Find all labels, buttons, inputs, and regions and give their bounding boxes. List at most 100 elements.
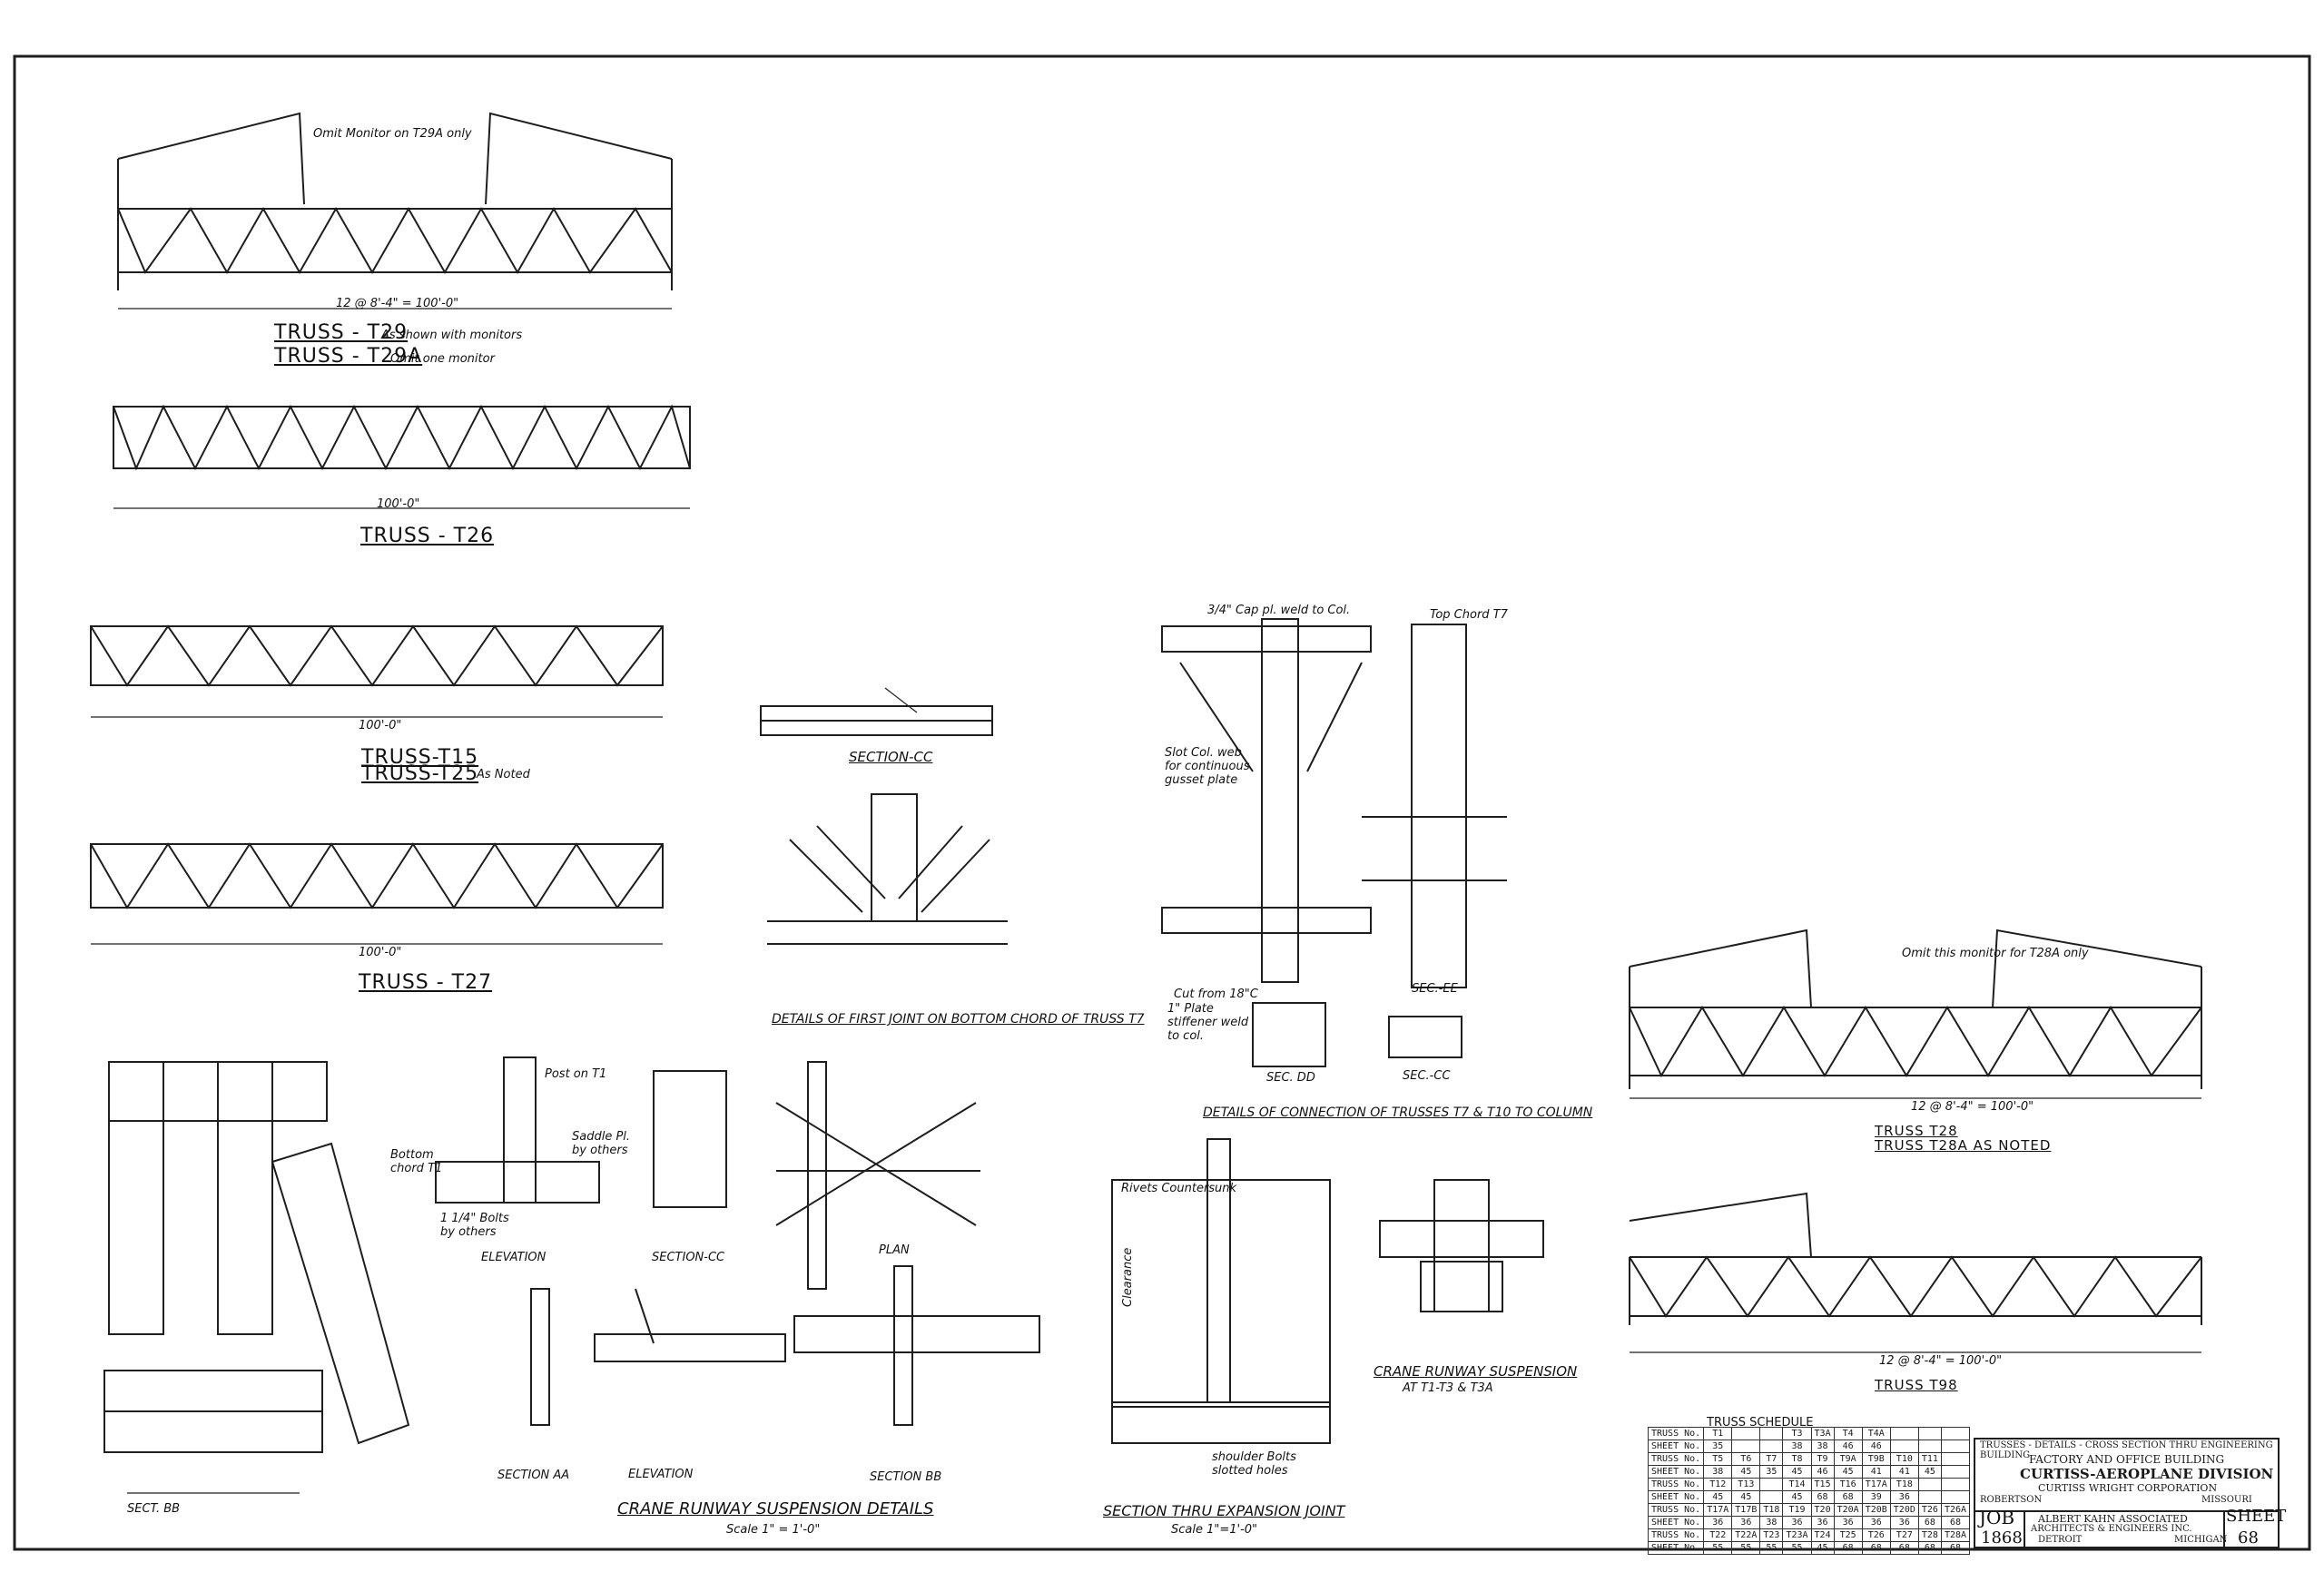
schedule-cell: T26: [1861, 1528, 1891, 1542]
crane-caption: CRANE RUNWAY SUSPENSION DETAILS: [617, 1499, 934, 1518]
schedule-cell: 55: [1731, 1541, 1761, 1555]
tb-line1: TRUSSES - DETAILS - CROSS SECTION THRU E…: [1980, 1440, 2273, 1460]
schedule-cell: T22: [1703, 1528, 1733, 1542]
crane-scale: Scale 1" = 1'-0": [726, 1523, 821, 1537]
t15-title: TRUSS-T15: [361, 746, 479, 769]
section-aa-label: SECTION AA: [497, 1469, 570, 1482]
tb-line3: CURTISS-AEROPLANE DIVISION: [2020, 1466, 2274, 1482]
truss-t98-elevation: [1629, 1192, 2202, 1353]
schedule-cell: 68: [1940, 1516, 1971, 1529]
t98-title: TRUSS T98: [1875, 1377, 1958, 1393]
elevation2-label: ELEVATION: [628, 1468, 694, 1481]
schedule-cell: 45: [1782, 1465, 1812, 1479]
schedule-cell: 41: [1861, 1465, 1891, 1479]
tb-line7: ARCHITECTS & ENGINEERS INC.: [2031, 1524, 2192, 1534]
schedule-cell: 68: [1889, 1541, 1919, 1555]
sec-ee-label: SEC.-EE: [1412, 982, 1458, 996]
schedule-cell: 46: [1861, 1440, 1891, 1453]
schedule-cell: TRUSS No.: [1647, 1478, 1705, 1491]
post-note: Post on T1: [545, 1067, 607, 1081]
schedule-cell: T7: [1759, 1452, 1784, 1466]
schedule-cell: 38: [1782, 1440, 1812, 1453]
schedule-cell: 41: [1889, 1465, 1919, 1479]
schedule-cell: T27: [1889, 1528, 1919, 1542]
schedule-cell: T14: [1782, 1478, 1812, 1491]
schedule-cell: 38: [1810, 1440, 1835, 1453]
schedule-cell: 68: [1940, 1541, 1971, 1555]
schedule-cell: T28: [1917, 1528, 1942, 1542]
t28-span: 12 @ 8'-4" = 100'-0": [1911, 1100, 2034, 1114]
t28a-title: TRUSS T28A AS NOTED: [1875, 1137, 2052, 1154]
schedule-cell: [1940, 1452, 1971, 1466]
schedule-cell: 36: [1889, 1490, 1919, 1504]
first-joint-detail: [767, 793, 1008, 945]
t28-title: TRUSS T28: [1875, 1123, 1958, 1139]
schedule-cell: [1940, 1427, 1971, 1440]
schedule-cell: T22A: [1731, 1528, 1761, 1542]
connection-caption: DETAILS OF CONNECTION OF TRUSSES T7 & T1…: [1203, 1105, 1593, 1120]
schedule-cell: T8: [1782, 1452, 1812, 1466]
schedule-cell: [1917, 1427, 1942, 1440]
schedule-cell: 68: [1917, 1516, 1942, 1529]
expansion-joint-section: [1111, 1138, 1331, 1444]
schedule-cell: T18: [1759, 1503, 1784, 1517]
sec-dd-label: SEC. DD: [1266, 1071, 1315, 1085]
schedule-cell: T28A: [1940, 1528, 1971, 1542]
crane-elevation-details: [435, 1056, 980, 1290]
schedule-cell: 68: [1917, 1541, 1942, 1555]
t26-title: TRUSS - T26: [360, 525, 495, 547]
schedule-cell: T3: [1782, 1427, 1812, 1440]
schedule-cell: SHEET No.: [1647, 1516, 1705, 1529]
schedule-cell: 38: [1703, 1465, 1733, 1479]
schedule-cell: SHEET No.: [1647, 1465, 1705, 1479]
schedule-cell: TRUSS No.: [1647, 1503, 1705, 1517]
crane-sections-lower: [530, 1265, 1040, 1426]
shoulder-note: shoulder Bolts: [1212, 1450, 1296, 1464]
schedule-cell: T20: [1810, 1503, 1835, 1517]
schedule-cell: TRUSS No.: [1647, 1452, 1705, 1466]
schedule-cell: [1759, 1427, 1784, 1440]
schedule-cell: 36: [1703, 1516, 1733, 1529]
schedule-cell: 39: [1861, 1490, 1891, 1504]
schedule-cell: T11: [1917, 1452, 1942, 1466]
plan-label: PLAN: [879, 1243, 910, 1257]
schedule-cell: 45: [1731, 1490, 1761, 1504]
t29a-title: TRUSS - T29A: [274, 345, 423, 368]
schedule-cell: [1917, 1440, 1942, 1453]
schedule-cell: 68: [1810, 1490, 1835, 1504]
tb-line4: CURTISS WRIGHT CORPORATION: [2038, 1482, 2218, 1494]
schedule-cell: [1940, 1465, 1971, 1479]
schedule-cell: 46: [1833, 1440, 1863, 1453]
schedule-cell: T9B: [1861, 1452, 1891, 1466]
truss-t26-elevation: [113, 404, 691, 509]
crane-t1-caption: CRANE RUNWAY SUSPENSION: [1374, 1363, 1578, 1380]
schedule-cell: 36: [1810, 1516, 1835, 1529]
schedule-cell: SHEET No.: [1647, 1490, 1705, 1504]
schedule-cell: T26: [1917, 1503, 1942, 1517]
t29-title: TRUSS - T29: [274, 321, 409, 344]
expansion-caption: SECTION THRU EXPANSION JOINT: [1103, 1502, 1345, 1519]
schedule-cell: [1940, 1440, 1971, 1453]
schedule-cell: T4: [1833, 1427, 1863, 1440]
schedule-cell: T16: [1833, 1478, 1863, 1491]
schedule-cell: [1940, 1478, 1971, 1491]
tb-line5: ROBERTSON: [1980, 1495, 2043, 1505]
cap-pl-note: 3/4" Cap pl. weld to Col.: [1207, 604, 1351, 617]
schedule-cell: T25: [1833, 1528, 1863, 1542]
schedule-cell: [1759, 1490, 1784, 1504]
schedule-cell: [1889, 1427, 1919, 1440]
job-number: 1868: [1981, 1528, 2023, 1548]
schedule-cell: 36: [1861, 1516, 1891, 1529]
schedule-cell: T17B: [1731, 1503, 1761, 1517]
schedule-cell: 68: [1833, 1541, 1863, 1555]
schedule-cell: 68: [1861, 1541, 1891, 1555]
t29a-title-note: Omit one monitor: [390, 352, 495, 366]
